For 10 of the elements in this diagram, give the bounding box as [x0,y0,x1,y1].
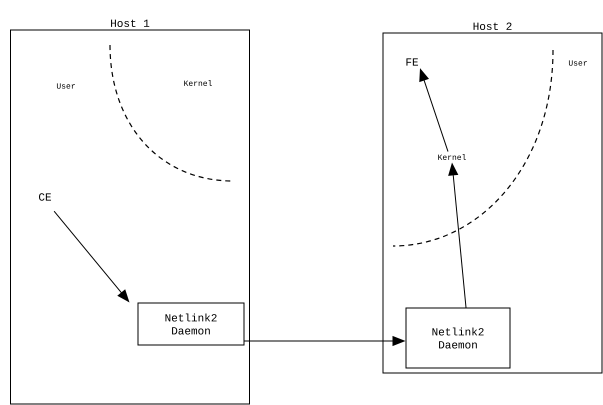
layer-label: User [56,83,75,89]
layer-label: Kernel [438,154,466,160]
layer-label: User [568,60,587,66]
entity-label: CE [39,193,52,201]
process-box: Netlink2 Daemon [138,302,244,346]
process-box: Netlink2 Daemon [406,308,510,368]
node-label: Host 1 [111,20,150,28]
node-label: Host 2 [474,22,512,30]
layer-label: Kernel [184,80,212,86]
entity-label: FE [406,58,418,66]
